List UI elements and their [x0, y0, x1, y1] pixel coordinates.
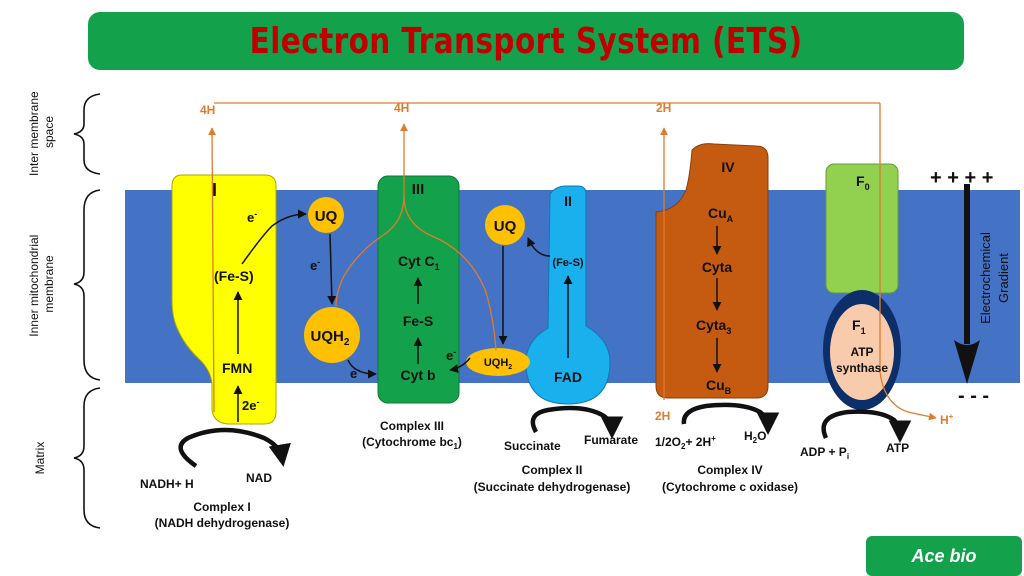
proton-path-complex3-b: [403, 195, 497, 351]
proton-label-c4-matrix: 2H: [655, 409, 670, 423]
uqh2-circle-2: [466, 348, 530, 376]
title-banner: Electron Transport System (ETS): [88, 12, 964, 70]
label-inner-membrane: Inner mitochondrial membrane: [27, 231, 56, 336]
complex-4-fullname: (Cytochrome c oxidase): [662, 480, 798, 494]
complex-4-cua: CuA: [708, 205, 734, 224]
proton-label-c3: 4H: [394, 101, 409, 115]
gradient-labels: + + + + - - - Electrochemical Gradient: [930, 167, 1011, 407]
complex-4-numeral: IV: [721, 159, 735, 175]
uqh2-label-1: UQH2: [311, 328, 350, 348]
credit-text: Ace bio: [911, 545, 977, 566]
gradient-label-b: Gradient: [996, 253, 1011, 303]
complex-2-fad: FAD: [554, 369, 582, 385]
uq-label-2: UQ: [494, 218, 517, 235]
complex-1-electron: e-: [247, 209, 257, 225]
uq-electron-label: e-: [310, 257, 320, 273]
reaction-arrow-atp: [821, 409, 912, 443]
proton-label-c1: 4H: [200, 103, 215, 117]
complex-1-fullname: (NADH dehydrogenase): [155, 516, 290, 530]
complex-4-substrate: 1/2O2+ 2H+: [655, 434, 716, 451]
brace-matrix: [73, 387, 101, 529]
complex-1-labels: I e- (Fe-S) FMN 2e- NADH+ H NAD Complex …: [140, 180, 289, 530]
complex-3-name: Complex III: [380, 419, 444, 433]
complex-3-cytb: Cyt b: [401, 367, 436, 383]
uqh2-label-2: UQH2: [484, 357, 512, 371]
reaction-arrow-complex2: [530, 405, 624, 439]
complex-2-fes: (Fe-S): [552, 257, 584, 269]
matrix-reactions: [178, 402, 912, 468]
complex-3-fes: Fe-S: [403, 313, 433, 329]
diagram-title: Electron Transport System (ETS): [249, 20, 803, 62]
atp-synthase-f1-label: F1: [852, 317, 866, 336]
label-matrix: Matrix: [33, 442, 47, 475]
region-labels: Inter membrane space Inner mitochondrial…: [27, 88, 101, 529]
complex-2-product: Fumarate: [584, 433, 638, 447]
complex-3-fullname: (Cytochrome bc1): [362, 435, 462, 451]
complex-2-name: Complex II: [522, 463, 583, 477]
gradient-plus-signs: + + + +: [930, 167, 993, 189]
proton-labels: 4H 4H 2H 2H H+: [200, 101, 954, 427]
complex-2-fullname: (Succinate dehydrogenase): [474, 480, 631, 494]
complex-1-fes: (Fe-S): [214, 268, 254, 284]
proton-label-c4: 2H: [656, 101, 671, 115]
credit-badge: Ace bio: [866, 536, 1022, 576]
complex-4-product: H2O: [744, 429, 766, 445]
uq-circle-2: [485, 205, 525, 245]
arrow-fes-to-uq-2: [527, 237, 551, 257]
label-intermembrane: Inter membrane space: [27, 88, 56, 176]
complex-4-name: Complex IV: [697, 463, 762, 477]
complex-4-cyta3: Cyta3: [696, 317, 731, 336]
complex-4: [655, 143, 769, 399]
uq-circle-1: [308, 197, 344, 233]
complex-2-numeral: II: [564, 193, 572, 209]
complex-3-cytc1: Cyt C1: [398, 253, 440, 272]
atp-synthase-substrate: ADP + Pi: [800, 445, 849, 461]
complex-2-substrate: Succinate: [504, 439, 561, 453]
complex-3-numeral: III: [412, 181, 425, 198]
atp-synthase-synthase-label: synthase: [836, 361, 888, 375]
gradient-minus-signs: - - -: [958, 385, 989, 407]
complex-3-labels: III Cyt C1 Fe-S Cyt b e- e- Complex III …: [350, 181, 462, 451]
complex-3-electron-right: e-: [446, 347, 456, 363]
atp-synthase-product: ATP: [886, 441, 909, 455]
complex-1-substrate: NADH+ H: [140, 477, 194, 491]
arrow-uqh2-to-cytb-2: [449, 357, 471, 374]
atp-synthase-f1-inner: [830, 304, 894, 400]
complex-1-product: NAD: [246, 471, 272, 485]
electron-arrows: [233, 209, 722, 422]
atp-synthase-atp-label: ATP: [850, 345, 873, 359]
gradient-arrow-head: [954, 340, 980, 384]
reaction-arrow-complex4: [681, 402, 780, 435]
arrow-uq-to-uqh2: [327, 233, 337, 305]
ubiquinone-labels: UQ e- UQH2: [310, 208, 350, 348]
proton-label-atp: H+: [940, 412, 954, 427]
uqh2-circle-1: [304, 307, 360, 363]
complex-1-name: Complex I: [193, 500, 250, 514]
complex-1: [171, 174, 277, 425]
complex-3-electron-in: e-: [350, 365, 360, 381]
complex-4-cub: CuB: [706, 377, 732, 396]
atp-synthase-f0-label: F0: [856, 173, 870, 192]
complex-2-labels: UQ UQH2 II (Fe-S) FAD Succinate Fumarate…: [474, 193, 639, 494]
brace-inner-membrane: [73, 189, 101, 381]
arrow-fes-to-uq: [241, 209, 307, 265]
complex-1-two-electrons: 2e-: [242, 397, 259, 413]
brace-intermembrane: [73, 93, 101, 175]
gradient-label-a: Electrochemical: [978, 232, 993, 324]
proton-pathways: [208, 102, 937, 421]
proton-path-atp: [879, 103, 937, 421]
proton-path-complex3: [335, 123, 408, 307]
reaction-arrow-complex1: [178, 427, 291, 468]
complex-4-cyta: Cyta: [702, 259, 733, 275]
arrow-uqh2-to-cytb: [347, 359, 377, 379]
complex-1-fmn: FMN: [222, 360, 252, 376]
proton-path-complex1: [208, 127, 216, 413]
complex-4-labels: IV CuA Cyta Cyta3 CuB 1/2O2+ 2H+ H2O Com…: [655, 159, 798, 494]
atp-synthase-labels: F0 F1 ATP synthase ADP + Pi ATP: [800, 173, 909, 461]
uq-label-1: UQ: [315, 208, 338, 225]
complex-1-numeral: I: [212, 180, 217, 200]
